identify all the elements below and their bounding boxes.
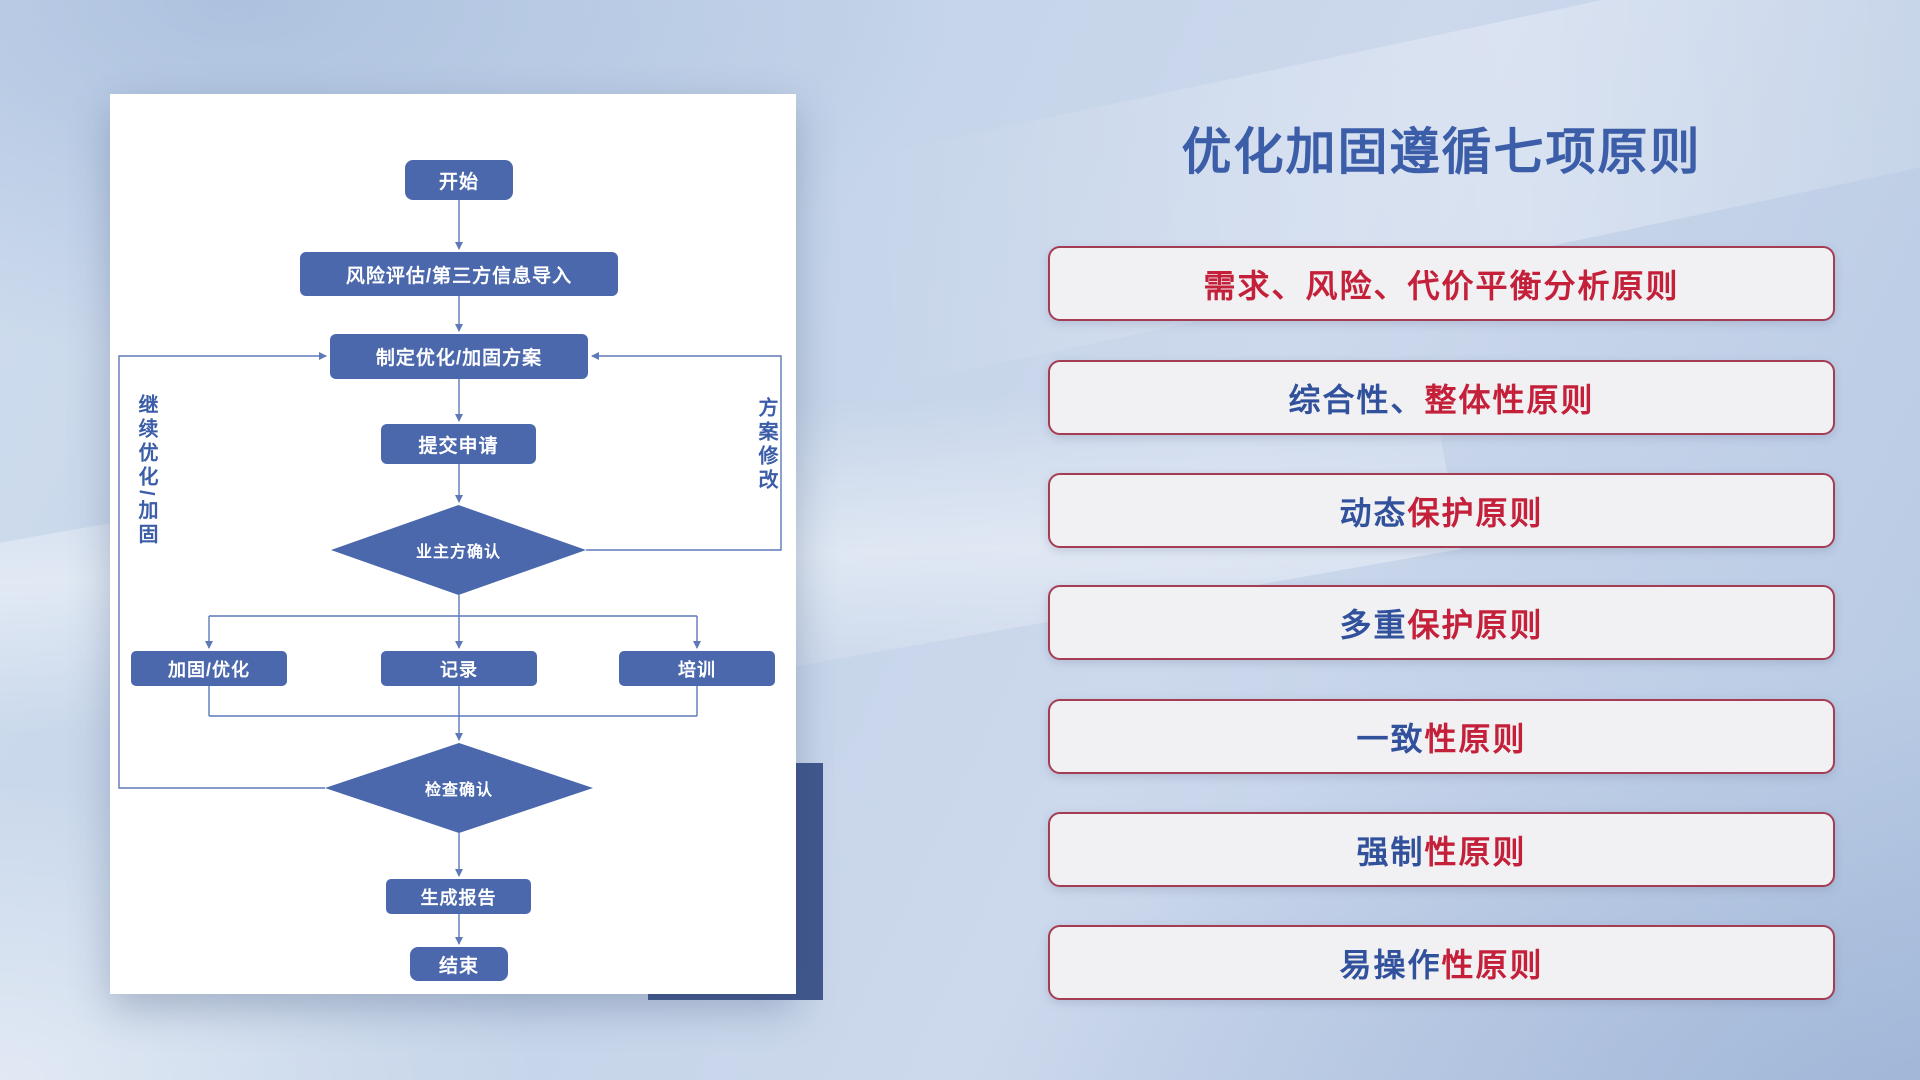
flow-label-plan-revision: 方案修改	[755, 397, 777, 493]
principle-text-blue: 动态	[1339, 494, 1408, 531]
principle-text-red: 保护原则	[1407, 494, 1544, 531]
principle-item-4: 多重保护原则	[1048, 585, 1835, 660]
principle-text-blue: 一致	[1356, 720, 1425, 757]
principle-text-red: 性原则	[1424, 720, 1527, 757]
page-title: 优化加固遵循七项原则	[1181, 124, 1702, 180]
flow-node-make-plan: 制定优化/加固方案	[330, 334, 588, 379]
principle-item-1: 需求、风险、代价平衡分析原则	[1048, 246, 1835, 321]
principle-text-blue: 多重	[1339, 606, 1408, 643]
flow-node-start: 开始	[405, 160, 513, 200]
flowchart-connectors	[118, 200, 782, 945]
principle-text-red: 整体性原则	[1424, 381, 1595, 418]
flow-node-training: 培训	[619, 651, 775, 686]
principle-text-red: 性原则	[1424, 833, 1527, 870]
principle-item-5: 一致性原则	[1048, 699, 1835, 774]
flow-node-submit: 提交申请	[381, 424, 536, 464]
principle-text-blue: 易操作	[1339, 946, 1442, 983]
flow-node-record: 记录	[381, 651, 537, 686]
principle-item-3: 动态保护原则	[1048, 473, 1835, 548]
principle-item-7: 易操作性原则	[1048, 925, 1835, 1000]
principle-text-blue: 强制	[1356, 833, 1425, 870]
flow-node-risk-import: 风险评估/第三方信息导入	[300, 252, 618, 296]
flow-label-continue-optimize: 继续优化/加固	[135, 394, 157, 548]
principle-text-red: 需求、风险、代价平衡分析原则	[1203, 267, 1680, 304]
flow-node-reinforce-optimize: 加固/优化	[131, 651, 287, 686]
principle-text-blue: 综合性、	[1288, 381, 1425, 418]
flowchart-card: 开始 风险评估/第三方信息导入 制定优化/加固方案 提交申请 业主方确认 加固/…	[110, 94, 796, 994]
principle-item-2: 综合性、整体性原则	[1048, 360, 1835, 435]
principle-text-red: 保护原则	[1407, 606, 1544, 643]
flow-node-report: 生成报告	[386, 879, 531, 914]
principle-text-red: 性原则	[1441, 946, 1544, 983]
flow-node-end: 结束	[410, 947, 508, 981]
principle-item-6: 强制性原则	[1048, 812, 1835, 887]
